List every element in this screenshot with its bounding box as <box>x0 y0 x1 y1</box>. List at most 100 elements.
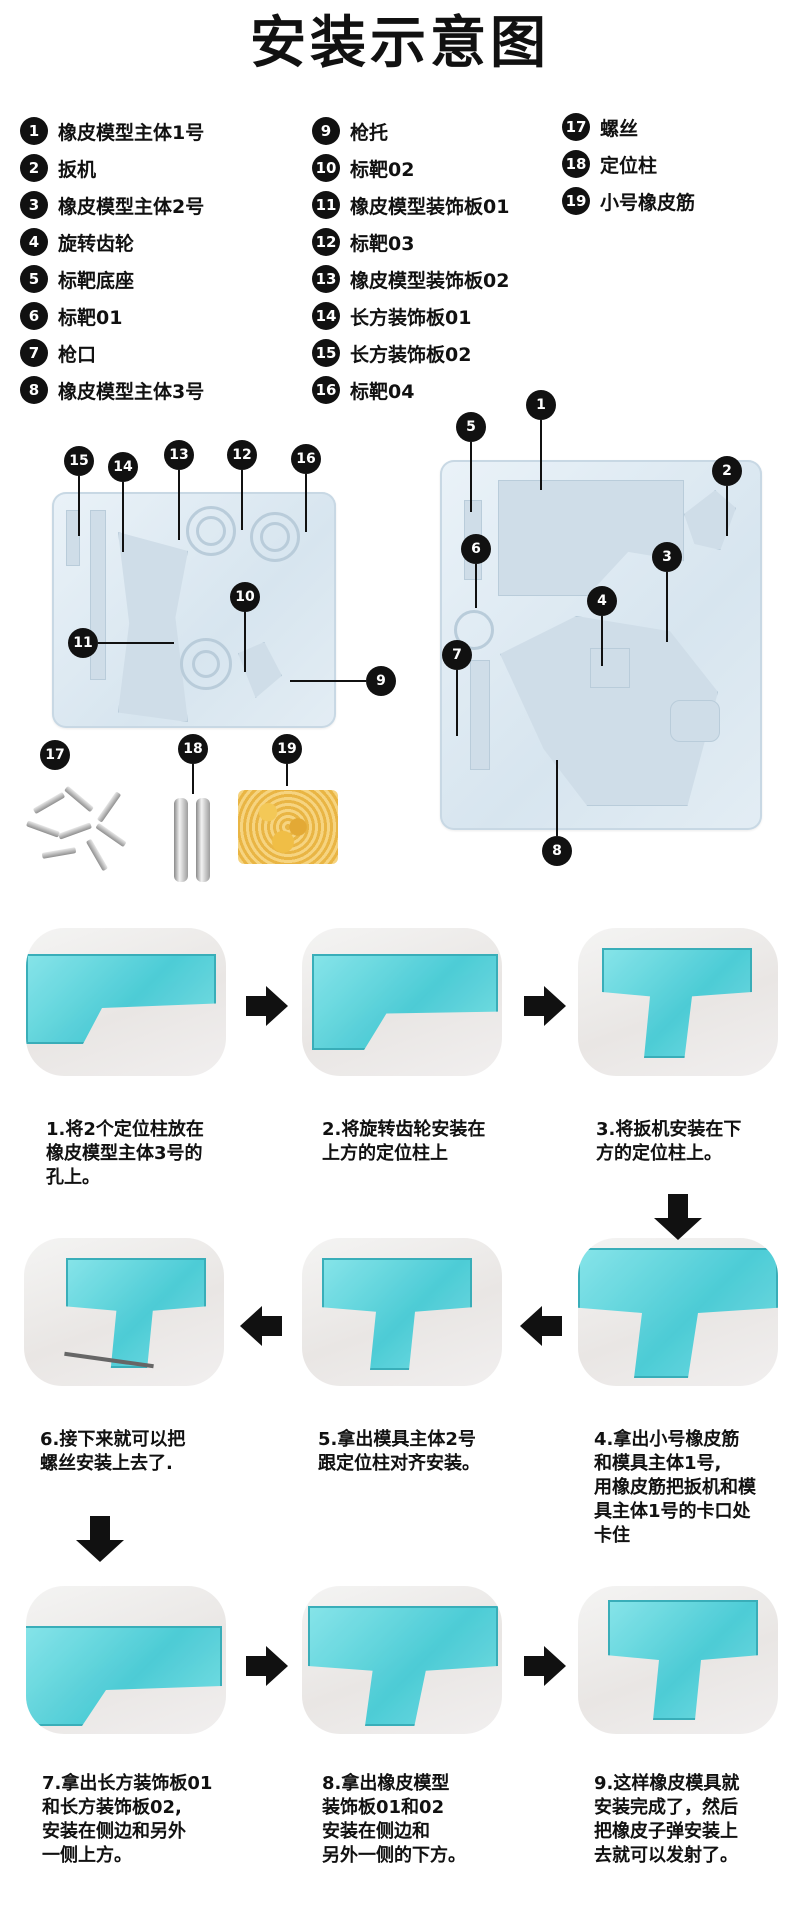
legend-item: 1 橡皮模型主体1号 <box>20 116 204 146</box>
screws-photo <box>22 780 142 872</box>
caption-line: 8.拿出橡皮模型 <box>322 1773 450 1794</box>
step-photo-8 <box>302 1586 502 1734</box>
caption-line: 用橡皮筋把扳机和模 <box>594 1477 756 1498</box>
caption-line: 2.将旋转齿轮安装在 <box>322 1119 486 1140</box>
callout-12: 12 <box>227 440 257 470</box>
callout-4: 4 <box>587 586 617 616</box>
legend-label: 标靶02 <box>350 158 415 181</box>
legend-label: 旋转齿轮 <box>58 232 135 255</box>
legend-label: 标靶01 <box>58 306 123 329</box>
caption-line: 7.拿出长方装饰板01 <box>42 1773 213 1794</box>
legend-label: 橡皮模型装饰板02 <box>350 269 510 292</box>
target-cavity <box>260 522 290 552</box>
screw <box>57 822 93 840</box>
leader-line <box>241 470 243 530</box>
legend-label: 橡皮模型主体3号 <box>58 380 205 403</box>
arrow-left-icon <box>240 1306 282 1346</box>
screw <box>95 822 127 848</box>
caption-line: 另外一侧的下方。 <box>322 1845 466 1866</box>
callout-6: 6 <box>461 534 491 564</box>
callout-17: 17 <box>40 740 70 770</box>
step-caption-7: 7.拿出长方装饰板01 和长方装饰板02, 安装在侧边和另外 一侧上方。 <box>42 1772 212 1868</box>
caption-line: 具主体1号的卡口处 <box>594 1501 751 1522</box>
step-photo-1 <box>26 928 226 1076</box>
resin-mold-piece <box>26 1626 222 1726</box>
callout-11: 11 <box>68 628 98 658</box>
leader-line <box>726 486 728 536</box>
leader-line <box>192 764 194 794</box>
cavity <box>498 480 684 596</box>
arrow-down-icon <box>654 1194 702 1240</box>
number-badge: 18 <box>562 150 590 178</box>
screw <box>85 838 109 872</box>
caption-line: 装饰板01和02 <box>322 1797 445 1818</box>
target-cavity <box>186 506 236 556</box>
number-badge: 16 <box>312 376 340 404</box>
leader-line <box>305 474 307 532</box>
cavity <box>470 660 490 770</box>
step-caption-5: 5.拿出模具主体2号 跟定位柱对齐安装。 <box>318 1428 480 1476</box>
screw <box>32 791 66 815</box>
step-caption-8: 8.拿出橡皮模型 装饰板01和02 安装在侧边和 另外一侧的下方。 <box>322 1772 466 1868</box>
legend-item: 3 橡皮模型主体2号 <box>20 190 204 220</box>
callout-8: 8 <box>542 836 572 866</box>
number-badge: 3 <box>20 191 48 219</box>
number-badge: 7 <box>20 339 48 367</box>
target-cavity <box>180 638 232 690</box>
number-badge: 12 <box>312 228 340 256</box>
legend-label: 橡皮模型主体1号 <box>58 121 205 144</box>
target-cavity <box>250 512 300 562</box>
step-caption-2: 2.将旋转齿轮安装在 上方的定位柱上 <box>322 1118 485 1166</box>
callout-1: 1 <box>526 390 556 420</box>
step-caption-9: 9.这样橡皮模具就 安装完成了，然后 把橡皮子弹安装上 去就可以发射了。 <box>594 1772 739 1868</box>
step-photo-6 <box>24 1238 224 1386</box>
caption-line: 1.将2个定位柱放在 <box>46 1119 204 1140</box>
decor-mold <box>52 492 336 728</box>
number-badge: 1 <box>20 117 48 145</box>
leader-line <box>456 670 458 736</box>
caption-line: 橡皮模型主体3号的 <box>46 1143 203 1164</box>
caption-line: 去就可以发射了。 <box>594 1845 738 1866</box>
legend-label: 小号橡皮筋 <box>600 191 696 214</box>
legend-label: 螺丝 <box>600 117 639 140</box>
callout-14: 14 <box>108 452 138 482</box>
callout-13: 13 <box>164 440 194 470</box>
target-cavity <box>454 610 494 650</box>
step-caption-3: 3.将扳机安装在下 方的定位柱上。 <box>596 1118 741 1166</box>
step-photo-4 <box>578 1238 778 1386</box>
number-badge: 2 <box>20 154 48 182</box>
resin-mold-piece <box>608 1600 758 1720</box>
callout-15: 15 <box>64 446 94 476</box>
legend-label: 长方装饰板01 <box>350 306 472 329</box>
arrow-right-icon <box>246 986 288 1026</box>
caption-line: 和模具主体1号, <box>594 1453 722 1474</box>
resin-mold-piece <box>602 948 752 1058</box>
cavity <box>66 510 80 566</box>
step-photo-2 <box>302 928 502 1076</box>
step-photo-7 <box>26 1586 226 1734</box>
cavity <box>670 700 720 742</box>
resin-mold-piece <box>312 954 498 1050</box>
callout-2: 2 <box>712 456 742 486</box>
legend-label: 橡皮模型主体2号 <box>58 195 205 218</box>
legend-label: 定位柱 <box>600 154 658 177</box>
screw <box>96 791 122 823</box>
leader-line <box>666 572 668 642</box>
callout-19: 19 <box>272 734 302 764</box>
cavity <box>684 490 736 550</box>
leader-line <box>540 420 542 490</box>
number-badge: 15 <box>312 339 340 367</box>
caption-line: 安装在侧边和另外 <box>42 1821 186 1842</box>
caption-line: 螺丝安装上去了. <box>40 1453 173 1474</box>
